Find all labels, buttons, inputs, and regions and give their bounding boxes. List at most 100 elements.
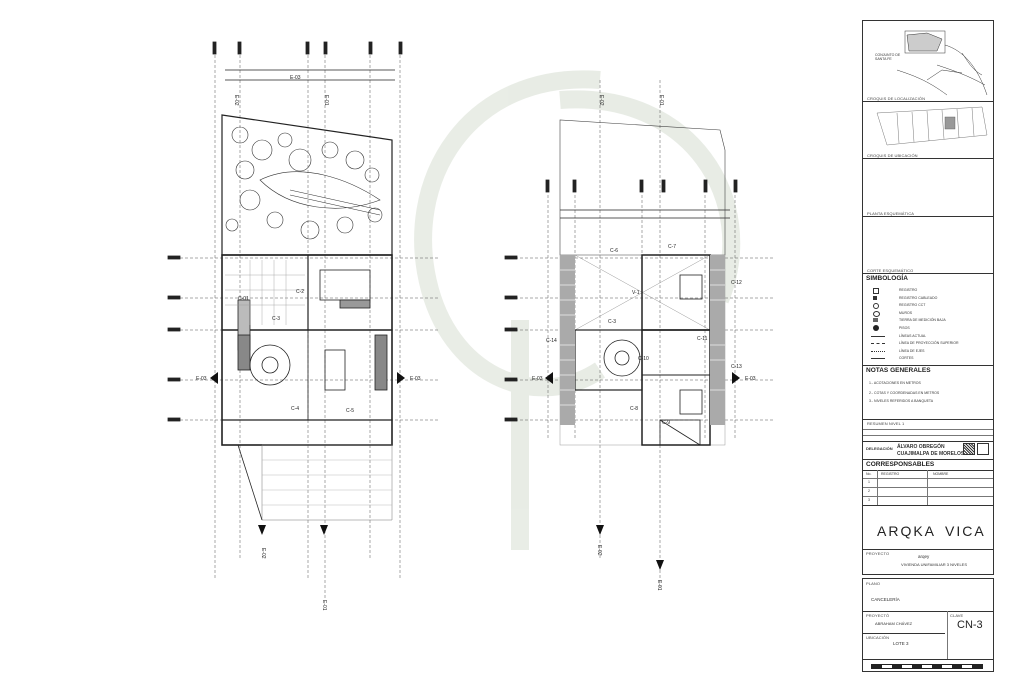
resp-col-number: No. [866,472,872,476]
section-cut-icon [871,358,885,360]
symbology-item-label: CORTES [899,356,914,361]
register-icon [873,288,879,294]
delegation-value: ÁLVARO OBREGÓN [897,444,945,450]
right-tag-c14: C-14 [546,338,557,344]
right-tag-c6: C-6 [610,248,618,254]
site-sketch [867,105,991,150]
right-axis-label-top-2: E-01 [658,95,664,106]
sketch-site-label: CROQUIS DE UBICACIÓN [867,153,918,158]
left-section-label-right: E-03 [410,376,421,382]
right-axis-label-top-1: E-02 [598,95,604,106]
brand-name-left: ARQKA [877,523,937,539]
scale-bar [871,664,983,669]
symbology-item-label: TIERRA DE MEDICIÓN BAJA [899,318,946,323]
symbology-item: CORTES [871,355,991,363]
right-tag-c12: C-12 [731,280,742,286]
right-axis-label-bottom-1: E-02 [596,545,602,556]
symbology-item-label: REGISTRO [899,288,918,292]
symbology-item-label: LÍNEA DE PROYECCIÓN SUPERIOR [899,341,959,346]
lot-label: UBICACIÓN [866,635,890,640]
line-solid-icon [871,335,885,337]
note-item: 1.- ACOTACIONES EN METROS [869,381,921,385]
resp-row: 3 [868,498,870,502]
symbology-item: LÍNEAS ACTUAL [871,333,991,341]
responsibles-title: CORRESPONSABLES [866,461,935,468]
resp-row: 1 [868,480,870,484]
left-section-label-left: E-03 [196,376,207,382]
symbology-item: REGISTRO CABLEADO [871,295,991,303]
register-cct-icon [873,303,879,310]
symbology-item-label: PISOS [899,325,910,330]
location-map-sketch [896,30,988,96]
sheet-label: CLAVE [950,613,964,618]
title-block-lower: PLANO CANCELERÍA PROYECTÓ ABRAHAM CHÁVEZ… [862,578,994,672]
designer-label: PROYECTÓ [866,613,890,618]
symbology-item: LÍNEA DE EJES [871,348,991,356]
lot-name: LOTE 3 [893,641,909,646]
ground-icon [873,318,878,323]
notes-title: NOTAS GENERALES [866,367,931,374]
right-tag-c13: C-13 [731,364,742,370]
left-axis-label-bottom-1: E-02 [260,548,266,559]
symbology-list: REGISTRO REGISTRO CABLEADO REGISTRO CCT … [871,287,991,363]
sheet-code: CN-3 [957,619,983,631]
right-tag-c9: C-9 [662,420,670,426]
symbology-item-label: REGISTRO CABLEADO [899,295,938,300]
brand-name-right: VICA [945,523,986,539]
left-tag-c2: C-2 [296,289,304,295]
sketch-location-label: CROQUIS DE LOCALIZACIÓN [867,96,926,101]
left-axis-label-top-1: E-02 [233,95,239,106]
right-tag-c3: C-3 [608,319,616,325]
plan-key-label: PLANTA ESQUEMÁTICA [867,211,915,216]
delegation-label: DELEGACIÓN [866,446,893,451]
level-summary-label: RESUMEN NIVEL 1 [867,421,905,426]
resp-col-name: NOMBRE [933,472,949,476]
left-tag-c3: C-3 [272,316,280,322]
right-tag-c8: C-8 [630,406,638,412]
city-logo-icon [977,443,989,455]
register-wired-icon [873,295,877,300]
government-seal-icon [963,443,975,455]
location-map: CONJUNTO DE SANTA FE [867,25,991,110]
left-axis-label-top-2: E-01 [323,95,329,106]
symbology-item: TIERRA DE MEDICIÓN BAJA [871,317,991,325]
right-tag-c10: C-10 [638,356,649,362]
project-description: VIVIENDA UNIFAMILIAR 3 NIVELES [901,562,968,567]
symbology-item: REGISTRO [871,287,991,295]
right-tag-c11: C-11 [697,336,708,342]
plan-name: CANCELERÍA [871,597,900,602]
symbology-item-label: REGISTRO CCT [899,303,926,308]
symbology-item: LÍNEA DE PROYECCIÓN SUPERIOR [871,340,991,348]
plan-label: PLANO [866,581,881,586]
symbology-item: PISOS [871,324,991,333]
right-section-label-right: E-03 [745,376,756,382]
delegation-value-2: CUAJIMALPA DE MORELOS [897,451,965,457]
note-item: 2.- COTAS Y COORDENADAS EN METROS [869,391,940,395]
left-floor-plan [167,41,440,600]
right-section-label-left: E-03 [532,376,543,382]
designer-name: ABRAHAM CHÁVEZ [875,621,913,626]
symbology-item-label: MUROS [899,310,913,315]
note-item: 3.- NIVELES REFERIDOS A BANQUETA [869,399,934,403]
right-tag-v1: V-1 [632,290,640,296]
project-label: PROYECTO [866,551,890,556]
section-key-label: CORTE ESQUEMÁTICO [867,268,914,273]
left-tag-c4: C-4 [291,406,299,412]
left-tag-c01: C-01 [238,296,249,302]
site-sketch-drawing [876,106,988,146]
right-floor-plan [504,80,775,590]
right-axis-label-bottom-2: E-01 [656,580,662,591]
watermark-logo [414,70,741,550]
symbology-item-label: LÍNEA DE EJES [899,348,925,353]
wall-icon [873,310,880,317]
right-tag-c7: C-7 [668,244,676,250]
left-dim-label: E-03 [290,75,301,81]
left-axis-label-bottom-2: E-01 [321,600,327,611]
symbology-item: REGISTRO CCT [871,302,991,310]
symbology-title: SIMBOLOGÍA [866,275,908,282]
symbology-item: MUROS [871,310,991,318]
axis-line-icon [871,350,885,352]
line-dashed-icon [871,343,885,345]
resp-row: 2 [868,489,870,493]
